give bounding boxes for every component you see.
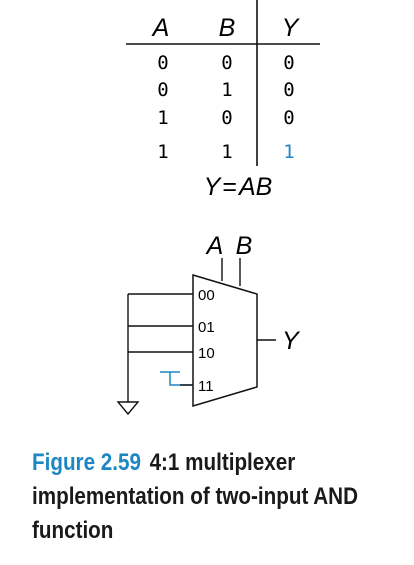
header-y: Y [282,14,301,42]
cell-r3-a: 1 [157,141,168,163]
cell-r0-a: 0 [157,52,168,74]
cell-r0-y: 0 [283,52,294,74]
input-label-00: 00 [198,287,215,304]
cell-r2-a: 1 [157,107,168,129]
equation: Y=AB [204,173,273,201]
select-label-a: A [205,232,224,260]
equation-lhs: Y [204,173,223,201]
header-a: A [151,14,170,42]
equation-rhs: AB [237,173,272,201]
input-label-11: 11 [198,378,214,395]
mux-body [192,273,258,408]
cell-r1-a: 0 [157,79,168,101]
ground-symbol [116,401,140,416]
mux-circuit: A B 00 01 10 11 Y [116,232,301,416]
header-b: B [219,14,236,42]
cell-r3-b: 1 [221,141,232,163]
cell-r3-y: 1 [283,141,294,163]
equation-op: = [222,173,237,201]
cell-r2-b: 0 [221,107,232,129]
input-label-01: 01 [198,319,215,336]
cell-r0-b: 0 [221,52,232,74]
caption-text: 4:1 multiplexer implementation of two-in… [32,449,359,544]
truth-table: A B Y 0 0 0 0 1 0 1 0 0 1 1 1 [126,0,320,166]
cell-r1-b: 1 [221,79,232,101]
select-label-b: B [236,232,253,260]
cell-r1-y: 0 [283,79,294,101]
output-label: Y [282,327,301,355]
cell-r2-y: 0 [283,107,294,129]
figure-label: Figure 2.59 [32,449,141,476]
tie-high-symbol [160,371,193,386]
input-label-10: 10 [198,345,215,362]
